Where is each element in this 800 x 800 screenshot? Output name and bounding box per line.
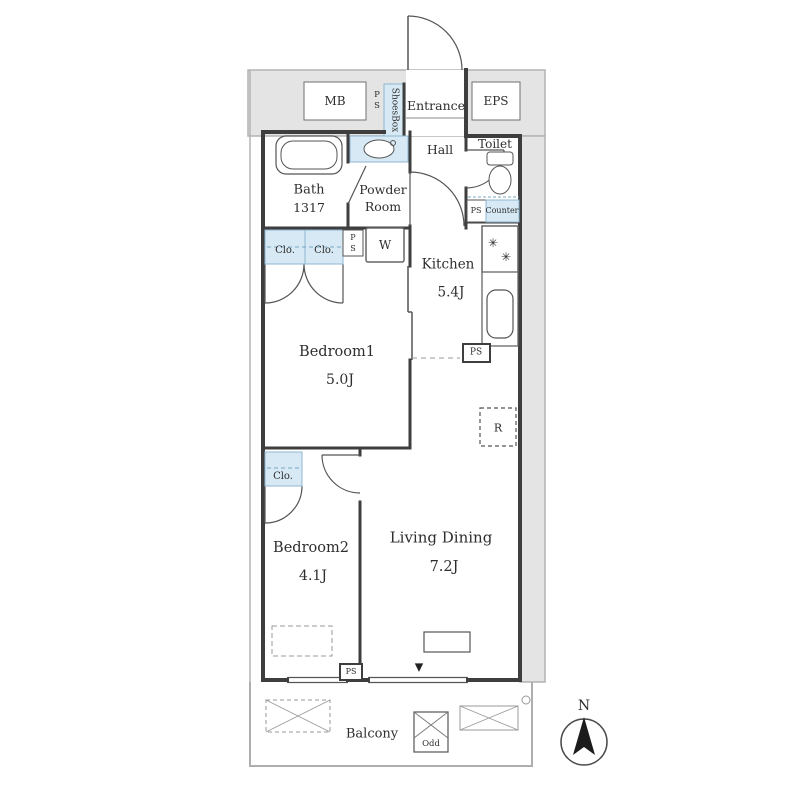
shoes-box-label: ShoesBox [389, 87, 400, 133]
bath-size-label: 1317 [293, 199, 325, 215]
kitchen-label: Kitchen [421, 256, 475, 273]
interior-walls [261, 82, 522, 682]
toilet-counter-label: Counter [485, 206, 519, 215]
closet-door-arc-right [303, 263, 344, 304]
stove-burner-icon: ✳ [487, 236, 499, 250]
mb-label: MB [324, 94, 346, 108]
balcony-outline [249, 682, 533, 767]
mb-box [303, 81, 367, 121]
balcony-hatch-right-diagonals [459, 705, 519, 731]
odd-box [413, 711, 449, 753]
bath-label: Bath [293, 182, 325, 198]
closet-c-box [264, 451, 303, 487]
meter-ps-letter-p: P [374, 89, 380, 100]
closet-door-arc-left [264, 263, 305, 304]
washer-label: W [378, 238, 392, 252]
balcony-hatch-left [265, 699, 331, 733]
refrigerator-label: R [493, 421, 503, 435]
bath-door-leaf [347, 165, 367, 205]
toilet-counter-box [485, 199, 520, 223]
toilet-label: Toilet [478, 137, 512, 151]
meter-ps-letter-s: S [374, 100, 380, 111]
eps-box [471, 81, 521, 121]
wall-ps-label: PS [345, 667, 357, 676]
kitchen-sink [486, 289, 514, 339]
closet-ps-letter-p: P [350, 233, 356, 242]
bathtub-inner [280, 140, 338, 170]
powder-door-arc [409, 171, 465, 227]
bedroom1-sliding-door [407, 266, 413, 360]
balcony-label: Balcony [345, 726, 399, 742]
vanity-sink [363, 139, 395, 159]
north-needle-icon [573, 717, 595, 755]
bedroom2-window [287, 676, 348, 684]
bedroom1-size-label: 5.0J [326, 372, 354, 388]
entrance-label: Entrance [406, 97, 466, 113]
toilet-bowl [488, 165, 512, 195]
kitchen-size-label: 5.4J [437, 284, 465, 301]
entrance-door-arc [407, 15, 463, 71]
vanity-faucet [390, 140, 396, 146]
north-label: N [577, 698, 591, 714]
closet-c-label: Clo. [273, 471, 293, 482]
closet-door-leaves [264, 264, 344, 303]
section-marker-icon: ▼ [414, 660, 424, 674]
entrance-area [406, 70, 466, 136]
balcony-drain [521, 695, 531, 705]
living-dining-label: Living Dining [389, 528, 493, 547]
wall-ps-box [339, 663, 363, 681]
toilet-ps-label: PS [470, 206, 482, 215]
closet-ps-box [342, 229, 364, 257]
bedroom1-label: Bedroom1 [299, 343, 375, 360]
powder-room-label-line2: Room [364, 198, 402, 214]
balcony-hatch-right [459, 705, 519, 731]
refrigerator-box [479, 407, 517, 447]
bedroom2-label: Bedroom2 [273, 539, 349, 556]
eps-label: EPS [483, 94, 509, 108]
closet-a-label: Clo. [275, 245, 295, 256]
living-window [368, 676, 468, 684]
hall-label: Hall [426, 141, 454, 157]
odd-box-diagonals [413, 711, 449, 739]
common-area-right-strip [519, 135, 546, 683]
closet-ps-letter-s: S [350, 244, 356, 253]
kitchen-ps-label: PS [469, 347, 483, 358]
kitchen-ps-box [462, 343, 491, 363]
kitchen-stove [481, 225, 519, 273]
stove-burner-icon: ✳ [500, 250, 512, 264]
closet-c-door-arc [264, 485, 303, 524]
living-cabinet [423, 631, 471, 653]
toilet-tank [486, 151, 514, 166]
washer-box [365, 227, 405, 263]
bedroom2-size-label: 4.1J [299, 568, 327, 584]
bedroom2-dashed-furniture [271, 625, 333, 657]
powder-room-label-line1: Powder [359, 181, 407, 197]
odd-box-label: Odd [422, 738, 440, 749]
balcony-hatch-left-diagonals [265, 699, 331, 733]
living-dining-size-label: 7.2J [429, 558, 459, 575]
closet-b-label: Clo. [314, 245, 334, 256]
bedroom2-door-arc [321, 454, 361, 494]
bathtub-outer [275, 135, 343, 175]
